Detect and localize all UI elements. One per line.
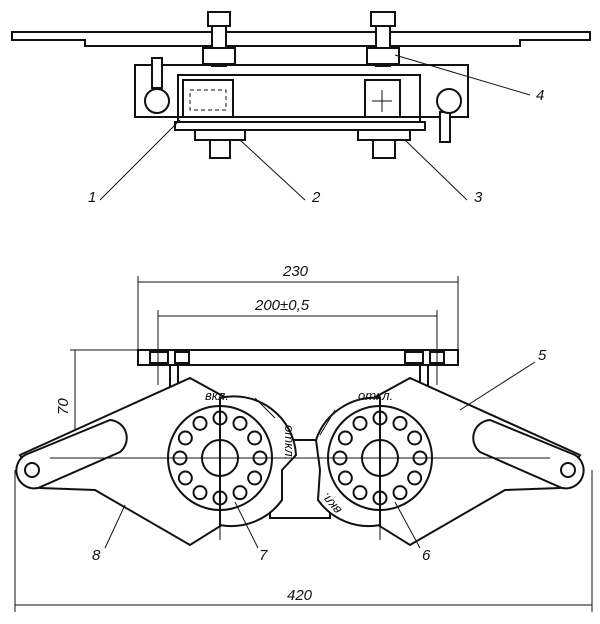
left-block: [182, 79, 234, 118]
dial-hole: [392, 485, 408, 501]
dim-230: 230: [282, 263, 309, 280]
right-dial-plate: [314, 396, 381, 528]
left-on-label: вкл.: [205, 388, 229, 403]
dim-200: 200±0,5: [254, 297, 310, 314]
callout-5: 5: [538, 347, 547, 364]
dial-hole: [407, 470, 423, 486]
right-handle: [472, 418, 585, 490]
left-handle: [15, 418, 128, 490]
top-view: 1 2 3 4: [11, 11, 591, 206]
callout-7: 7: [259, 547, 268, 564]
dial-hole: [337, 430, 353, 446]
bolt-left: [194, 11, 246, 159]
dial-hole: [407, 430, 423, 446]
left-lever: [18, 376, 231, 547]
right-pin: [439, 111, 451, 143]
bolt-right: [357, 11, 411, 159]
callout-1: 1: [88, 189, 96, 206]
front-view: 230 200±0,5 70 420 в: [14, 263, 593, 612]
dial-hole: [192, 485, 208, 501]
dial-hole: [232, 415, 248, 431]
top-plate: [11, 31, 591, 47]
dial-hole: [232, 485, 248, 501]
base-plate: [137, 349, 459, 366]
callout-2: 2: [311, 189, 321, 206]
left-pin: [151, 57, 163, 89]
callout-4: 4: [536, 87, 544, 104]
housing: [134, 64, 469, 118]
dial-hole: [177, 470, 193, 486]
dim-70: 70: [55, 398, 72, 415]
dim-420: 420: [287, 587, 313, 604]
left-knob: [144, 88, 170, 114]
right-lever: [369, 376, 582, 547]
dial-hole: [192, 415, 208, 431]
dial-hole: [337, 470, 353, 486]
dial-hole: [177, 430, 193, 446]
callout-8: 8: [92, 547, 101, 564]
right-knob: [436, 88, 462, 114]
dial-hole: [352, 485, 368, 501]
dial-hole: [352, 415, 368, 431]
right-off-label: откл.: [358, 388, 393, 403]
dial-hole: [392, 415, 408, 431]
left-off-label: откл.: [282, 425, 297, 460]
callout-3: 3: [474, 189, 483, 206]
callout-6: 6: [422, 547, 431, 564]
dial-hole: [247, 470, 263, 486]
dial-hole: [247, 430, 263, 446]
right-block: [364, 79, 401, 118]
